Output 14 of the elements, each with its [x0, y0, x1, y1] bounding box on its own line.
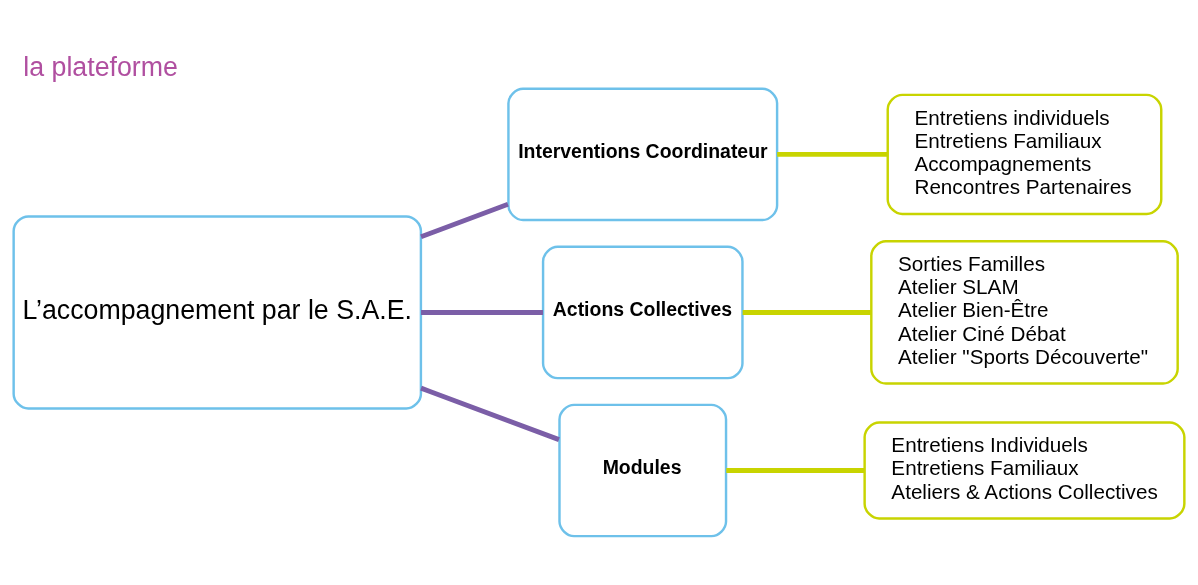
- node-box: Entretiens individuels Entretiens Familiaux Accompagnements Rencontres Partenaires: [886, 93, 1163, 215]
- node-box: Actions Collectives: [541, 245, 744, 379]
- connector: [420, 385, 560, 442]
- node-box: Entretiens Individuels Entretiens Familiaux Ateliers & Actions Collectives: [863, 420, 1186, 520]
- diagram-title: la plateforme: [23, 51, 178, 82]
- connector: [777, 151, 888, 157]
- connector: [742, 309, 872, 315]
- connector: [421, 309, 543, 315]
- node-box: Modules: [558, 403, 728, 537]
- connector: [726, 467, 865, 473]
- node-box: L’accompagnement par le S.A.E.: [12, 214, 423, 410]
- node-box: Interventions Coordinateur: [507, 87, 779, 221]
- connector: [420, 201, 509, 239]
- node-box: Sorties Familles Atelier SLAM Atelier Bien-Être Atelier Ciné Débat Atelier "Sports Découverte": [870, 239, 1179, 385]
